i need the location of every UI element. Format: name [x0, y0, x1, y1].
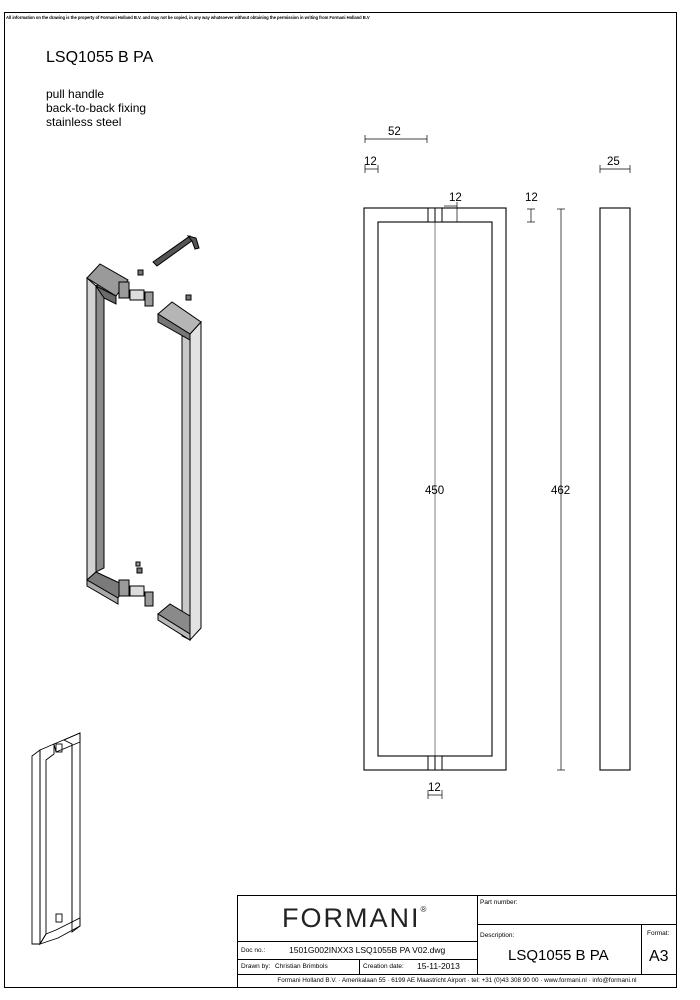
- bolt-top-nut: [144, 291, 154, 307]
- set-screw-1: [137, 269, 144, 276]
- product-code-title: LSQ1055 B PA: [46, 49, 154, 66]
- handle-left-front: [86, 276, 97, 582]
- set-screw-4: [135, 561, 141, 567]
- handle-left-top-arm: [94, 284, 117, 305]
- dimension-lines: [364, 135, 631, 799]
- allen-key: [152, 235, 194, 267]
- set-screw-3: [136, 567, 143, 574]
- description-label: Description:: [480, 932, 515, 939]
- brand-logo: FORMANI®: [282, 903, 427, 933]
- dim-overall-length: 462: [551, 485, 570, 497]
- description-line-fixing: back-to-back fixing: [46, 101, 147, 115]
- handle-left-top-cap: [86, 263, 129, 297]
- drawn-by-label: Drawn by:: [241, 963, 271, 970]
- dim-bolt-bottom: 12: [428, 782, 441, 794]
- dim-width-overall: 52: [388, 126, 401, 138]
- description-line-type: pull handle: [46, 87, 105, 101]
- description-value: LSQ1055 B PA: [508, 947, 609, 964]
- isometric-exploded-view: [86, 235, 202, 642]
- dim-inner-length: 450: [425, 485, 444, 497]
- doc-no-value: 1501G002INXX3 LSQ1055B PA V02.dwg: [289, 945, 446, 955]
- title-block: FORMANI® Part number: Description: LSQ10…: [237, 895, 677, 988]
- address-cell: [237, 974, 677, 988]
- part-number-label: Part number:: [480, 899, 518, 906]
- handle-left-bottom-face: [86, 579, 119, 605]
- dim-post-top: 12: [525, 192, 538, 204]
- overview-sketch: [31, 732, 81, 946]
- description-line-material: stainless steel: [46, 115, 122, 129]
- handle-right-side: [189, 320, 202, 642]
- bolt-bottom-plate: [118, 579, 130, 597]
- handle-left-inner: [95, 281, 105, 573]
- bolt-top-plate: [118, 281, 130, 299]
- dim-wall-left: 12: [364, 156, 377, 168]
- creation-date-value: 15-11-2013: [417, 961, 460, 971]
- creation-date-label: Creation date:: [363, 963, 404, 970]
- handle-right-bottom-face: [157, 613, 191, 641]
- drawn-by-value: Christian Brimbols: [275, 963, 328, 970]
- format-label: Format:: [647, 930, 670, 937]
- dim-depth: 25: [607, 156, 620, 168]
- handle-right-top-end: [157, 313, 191, 341]
- handle-right-front: [181, 329, 191, 641]
- bolt-bottom-shaft: [129, 585, 145, 597]
- side-view-profile: [599, 207, 631, 771]
- copyright-notice: All information on the drawing is the pr…: [6, 15, 370, 20]
- dim-bolt-top: 12: [449, 192, 462, 204]
- set-screw-2: [185, 294, 192, 301]
- doc-no-label: Doc no.:: [241, 947, 266, 954]
- bolt-bottom-nut: [144, 591, 154, 607]
- product-description: pull handle back-to-back fixing stainles…: [46, 87, 146, 129]
- format-value: A3: [649, 948, 669, 965]
- company-address: Formani Holland B.V. · Amerikalaan 55 · …: [277, 977, 637, 984]
- allen-key-bend: [186, 235, 200, 250]
- front-elevation-view: [363, 207, 507, 771]
- bolt-top-shaft: [129, 289, 145, 301]
